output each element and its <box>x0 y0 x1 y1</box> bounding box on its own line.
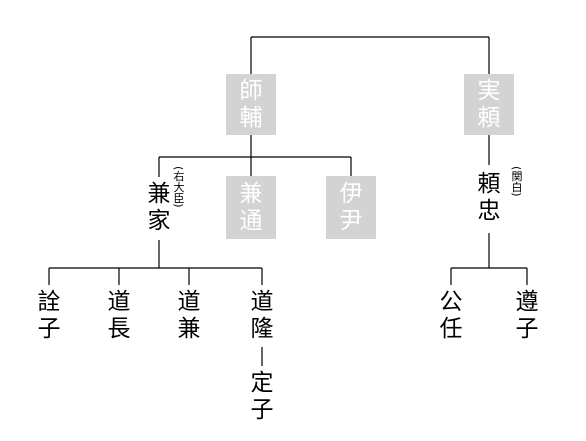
node-kanemichi: 兼通 <box>226 176 276 239</box>
node-glyph: 定 <box>250 370 274 396</box>
node-glyph: 師 <box>239 77 263 104</box>
node-yoritada: 頼忠 <box>470 167 508 229</box>
node-char: 遵子 <box>516 289 539 343</box>
node-char: 実頼 <box>478 78 501 132</box>
node-char: 師輔 <box>240 78 263 132</box>
node-glyph: 尹 <box>339 207 363 234</box>
node-char: 伊尹 <box>340 181 363 235</box>
node-glyph: 道 <box>107 289 131 315</box>
node-junshi: 遵子 <box>508 286 546 346</box>
node-char: 詮子 <box>38 289 61 343</box>
node-senshi: 詮子 <box>30 286 68 346</box>
node-kinto: 公任 <box>432 286 470 346</box>
node-char: 定子 <box>251 370 274 424</box>
node-char: 兼通 <box>240 181 263 235</box>
node-saneyori: 実頼 <box>464 74 514 135</box>
node-glyph: 兼 <box>177 316 201 342</box>
node-michikane: 道兼 <box>170 286 208 346</box>
node-glyph: 道 <box>250 289 274 315</box>
node-glyph: 長 <box>107 316 131 342</box>
node-teishi: 定子 <box>243 367 281 427</box>
node-glyph: 隆 <box>250 316 274 342</box>
kaneie-title-annotation: (右大臣) <box>172 166 185 208</box>
node-glyph: 子 <box>515 316 539 342</box>
node-michitaka: 道隆 <box>243 286 281 346</box>
node-glyph: 家 <box>147 208 171 234</box>
node-glyph: 伊 <box>339 180 363 207</box>
node-glyph: 頼 <box>477 171 501 197</box>
node-michinaga: 道長 <box>100 286 138 346</box>
node-morosuke: 師輔 <box>226 74 276 135</box>
node-glyph: 頼 <box>477 104 501 131</box>
node-glyph: 道 <box>177 289 201 315</box>
node-glyph: 忠 <box>477 198 501 224</box>
node-glyph: 遵 <box>515 289 539 315</box>
node-char: 道隆 <box>251 289 274 343</box>
node-koretada: 伊尹 <box>326 176 376 239</box>
node-char: 兼家 <box>148 181 171 235</box>
node-glyph: 公 <box>439 289 463 315</box>
node-char: 道兼 <box>178 289 201 343</box>
node-glyph: 兼 <box>147 181 171 207</box>
node-char: 道長 <box>108 289 131 343</box>
node-glyph: 兼 <box>239 180 263 207</box>
node-kaneie: 兼家 <box>140 177 178 239</box>
node-glyph: 子 <box>250 397 274 423</box>
node-char: 公任 <box>440 289 463 343</box>
node-glyph: 任 <box>439 316 463 342</box>
yoritada-title-annotation: (関白) <box>510 166 523 197</box>
node-char: 頼忠 <box>478 171 501 225</box>
node-glyph: 輔 <box>239 104 263 131</box>
node-glyph: 実 <box>477 77 501 104</box>
node-glyph: 詮 <box>37 289 61 315</box>
node-glyph: 通 <box>239 207 263 234</box>
node-glyph: 子 <box>37 316 61 342</box>
